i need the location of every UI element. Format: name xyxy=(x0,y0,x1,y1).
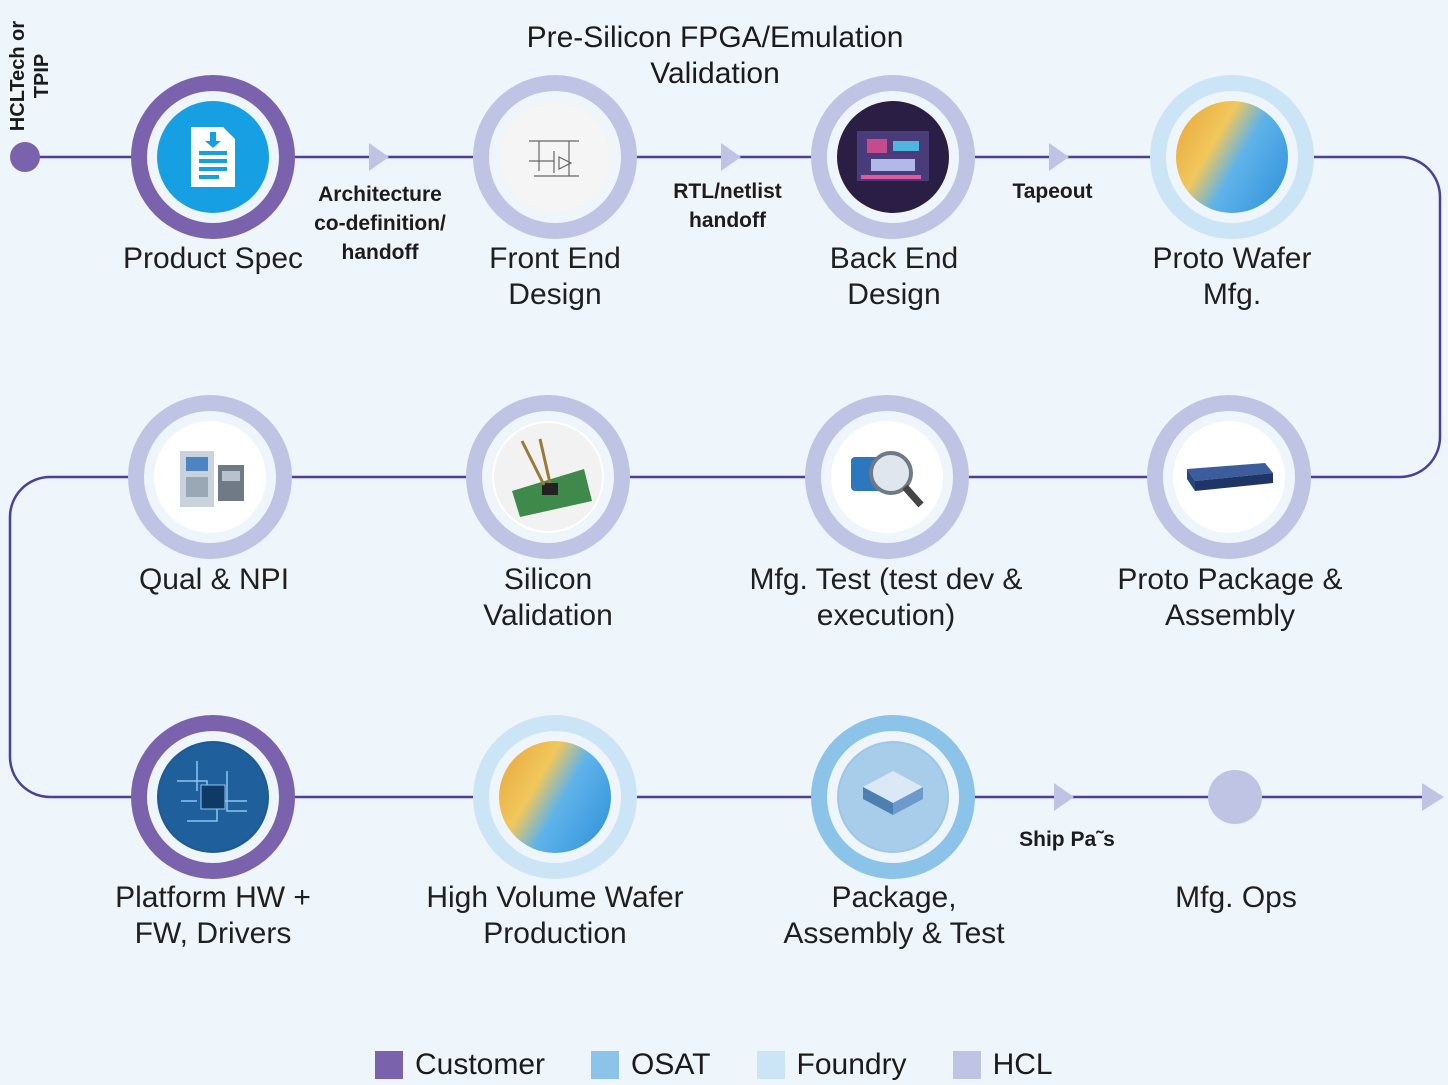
magnifier-test-icon xyxy=(831,421,943,533)
node-qual-npi xyxy=(128,395,292,559)
node-proto-package-assembly xyxy=(1147,395,1311,559)
node-label: Product Spec xyxy=(122,242,304,275)
legend: Customer OSAT Foundry HCL xyxy=(375,1048,1099,1082)
node-label: Proto Package & Assembly xyxy=(1117,563,1343,632)
legend-swatch xyxy=(756,1051,785,1079)
node-label: High Volume Wafer Production xyxy=(426,881,684,950)
node-high-volume-wafer xyxy=(473,715,637,879)
node-mfg-test xyxy=(805,395,969,559)
legend-label: OSAT xyxy=(631,1048,711,1081)
node-product-spec xyxy=(131,75,295,239)
chip-layout-icon xyxy=(837,101,949,213)
wafer-icon xyxy=(499,741,611,853)
node-front-end-design xyxy=(473,75,637,239)
node-label: Silicon Validation xyxy=(483,563,613,632)
node-label: Proto Wafer Mfg. xyxy=(1152,242,1312,311)
arrow-end-icon xyxy=(1422,783,1444,811)
legend-item-foundry: Foundry xyxy=(756,1048,907,1082)
node-label: Package, Assembly & Test xyxy=(783,881,1005,950)
node-platform-hw-fw xyxy=(131,715,295,879)
mfg-ops-dot xyxy=(1208,770,1262,824)
package-chip-icon xyxy=(1173,421,1285,533)
edge-label: Ship Pa˜s xyxy=(1019,828,1115,851)
lab-equipment-icon xyxy=(154,421,266,533)
legend-swatch xyxy=(375,1051,403,1079)
motherboard-icon xyxy=(157,741,269,853)
node-label: Mfg. Ops xyxy=(1175,881,1297,914)
node-package-assembly-test xyxy=(811,715,975,879)
legend-label: Foundry xyxy=(796,1048,907,1081)
node-back-end-design xyxy=(811,75,975,239)
document-icon xyxy=(157,101,269,213)
circuit-schematic-icon xyxy=(499,101,611,213)
edge-label: RTL/netlist handoff xyxy=(673,180,782,232)
node-label: Mfg. Test (test dev & execution) xyxy=(749,563,1023,632)
legend-swatch xyxy=(952,1051,981,1079)
arrow-icon xyxy=(369,143,389,171)
legend-swatch xyxy=(591,1051,620,1079)
node-label: Qual & NPI xyxy=(138,563,290,596)
arrow-icon xyxy=(721,143,741,171)
flow-path xyxy=(8,155,1442,799)
chip-stack-icon xyxy=(837,741,949,853)
diagram-title: Pre-Silicon FPGA/Emulation Validation xyxy=(526,21,904,90)
legend-item-customer: Customer xyxy=(375,1048,545,1082)
node-proto-wafer-mfg xyxy=(1150,75,1314,239)
legend-label: Customer xyxy=(415,1048,546,1081)
legend-label: HCL xyxy=(992,1048,1053,1081)
node-label: Platform HW + FW, Drivers xyxy=(115,881,311,950)
node-silicon-validation xyxy=(466,395,630,559)
node-label: Back End Design xyxy=(829,242,959,311)
node-label: Front End Design xyxy=(489,242,621,311)
wafer-icon xyxy=(1176,101,1288,213)
side-label: HCLTech or TPIP xyxy=(7,20,53,132)
start-dot xyxy=(10,142,40,172)
edge-label: Tapeout xyxy=(1012,180,1093,203)
legend-item-osat: OSAT xyxy=(591,1048,711,1082)
legend-item-hcl: HCL xyxy=(952,1048,1053,1082)
arrow-icon xyxy=(1054,783,1074,811)
pcb-probe-icon xyxy=(492,421,604,533)
arrow-icon xyxy=(1049,143,1069,171)
edge-label: Architecture co-definition/ handoff xyxy=(314,183,446,264)
